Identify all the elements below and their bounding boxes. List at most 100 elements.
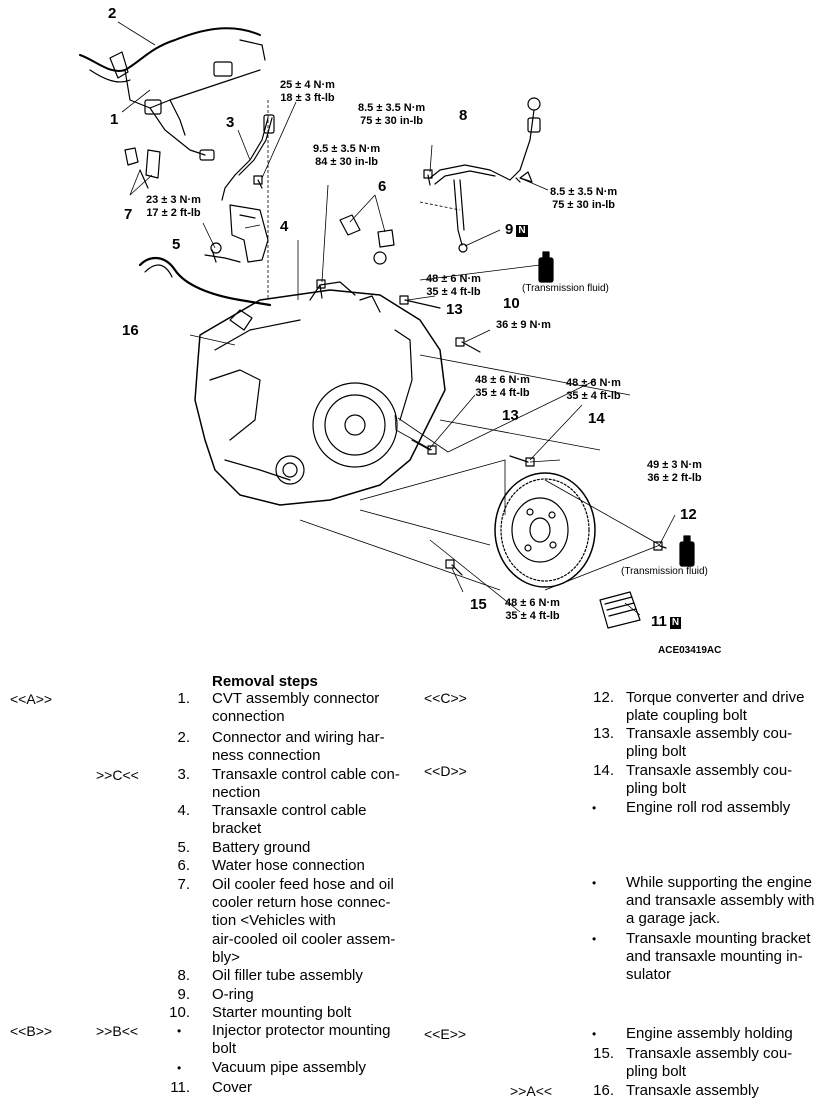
step-number: 7. (177, 876, 190, 893)
step-number: 11. (170, 1079, 190, 1096)
n-badge: N (669, 617, 682, 629)
fluid-label-upper: (Transmission fluid) (522, 283, 609, 294)
step-text: connection (212, 708, 285, 726)
step-text: Oil cooler feed hose and oil (212, 876, 394, 893)
fluid-label-lower: (Transmission fluid) (621, 566, 708, 577)
step-text: nection (212, 784, 261, 802)
ref-left: <<B>> (10, 1023, 53, 1039)
step-number: • (592, 1027, 597, 1041)
step-text: cooler return hose connec- (212, 894, 391, 912)
step-text: a garage jack. (626, 910, 721, 928)
step-text: Transaxle mounting bracket (626, 930, 811, 947)
step-number: 5. (177, 839, 190, 856)
step-text: air-cooled oil cooler assem- (212, 930, 396, 948)
ref-left: <<A>> (10, 691, 53, 707)
step-number: • (177, 1024, 182, 1038)
callout-13-lower: 13 (502, 407, 519, 424)
callout-4: 4 (280, 218, 289, 235)
step-number: 6. (177, 857, 190, 874)
ref-label: <<D>> (424, 763, 467, 779)
callout-7: 7 (124, 206, 133, 223)
step-number: 4. (177, 802, 190, 819)
step-number: 15. (593, 1045, 614, 1062)
callout-15: 15 (470, 596, 487, 613)
callout-2: 2 (108, 5, 117, 22)
diagram-drawing (79, 21, 695, 629)
step-text: pling bolt (626, 1063, 687, 1081)
step-text: Injector protector mounting (212, 1022, 391, 1039)
step-text: Oil filler tube assembly (212, 967, 363, 984)
step-text: Transaxle assembly (626, 1082, 759, 1099)
step-text: Torque converter and drive (626, 689, 805, 706)
step-text: Transaxle control cable (212, 802, 367, 819)
torque-36: 36 ± 9 N·m (496, 319, 551, 331)
step-text: Cover (212, 1079, 253, 1096)
callout-3: 3 (226, 114, 235, 131)
step-number: • (177, 1061, 182, 1075)
step-number: 2. (177, 729, 190, 746)
step-text: and transaxle mounting in- (626, 948, 803, 966)
step-text: and transaxle assembly with (626, 892, 815, 910)
step-text: Transaxle assembly cou- (626, 725, 793, 742)
step-text: While supporting the engine (626, 874, 812, 891)
callout-10: 10 (503, 295, 520, 312)
callout-12: 12 (680, 506, 697, 523)
step-number: 9. (177, 986, 190, 1003)
step-text: Starter mounting bolt (212, 1004, 352, 1021)
step-text: plate coupling bolt (626, 707, 747, 725)
step-text: Vacuum pipe assembly (212, 1059, 366, 1076)
ref-label: <<C>> (424, 690, 467, 706)
step-text: bolt (212, 1040, 237, 1058)
step-text: Transaxle assembly cou- (626, 1045, 793, 1062)
ref-right: >>C<< (96, 767, 139, 783)
step-text: pling bolt (626, 743, 687, 761)
step-text: Water hose connection (212, 857, 365, 874)
step-number: 1. (177, 690, 190, 707)
step-number: • (592, 801, 597, 815)
step-text: pling bolt (626, 780, 687, 798)
step-text: Engine assembly holding (626, 1025, 793, 1042)
step-text: bly> (212, 948, 240, 966)
ref-right: >>B<< (96, 1023, 139, 1039)
step-text: Transaxle assembly cou- (626, 762, 793, 779)
step-text: bracket (212, 820, 262, 838)
ref-label: <<E>> (424, 1026, 467, 1042)
step-text: sulator (626, 966, 672, 984)
step-number: 3. (177, 766, 190, 783)
callout-6: 6 (378, 178, 387, 195)
ref-label: >>A<< (510, 1083, 553, 1099)
step-text: ness connection (212, 747, 321, 765)
callout-14: 14 (588, 410, 605, 427)
step-number: 12. (593, 689, 614, 706)
callout-5: 5 (172, 236, 181, 253)
step-text: O-ring (212, 986, 254, 1003)
n-badge: N (516, 225, 528, 237)
callout-1: 1 (110, 111, 119, 128)
step-text: Engine roll rod assembly (626, 799, 791, 816)
step-text: Battery ground (212, 839, 311, 856)
step-number: • (592, 876, 597, 890)
step-text: CVT assembly connector (212, 690, 380, 707)
step-number: 10. (169, 1004, 190, 1021)
step-number: 16. (593, 1082, 614, 1099)
removal-steps-title: Removal steps (212, 673, 318, 690)
step-text: Transaxle control cable con- (212, 766, 400, 783)
step-text: Connector and wiring har- (212, 729, 385, 746)
step-number: 14. (593, 762, 614, 779)
step-number: 13. (593, 725, 614, 742)
step-number: 8. (177, 967, 190, 984)
callout-8: 8 (459, 107, 468, 124)
